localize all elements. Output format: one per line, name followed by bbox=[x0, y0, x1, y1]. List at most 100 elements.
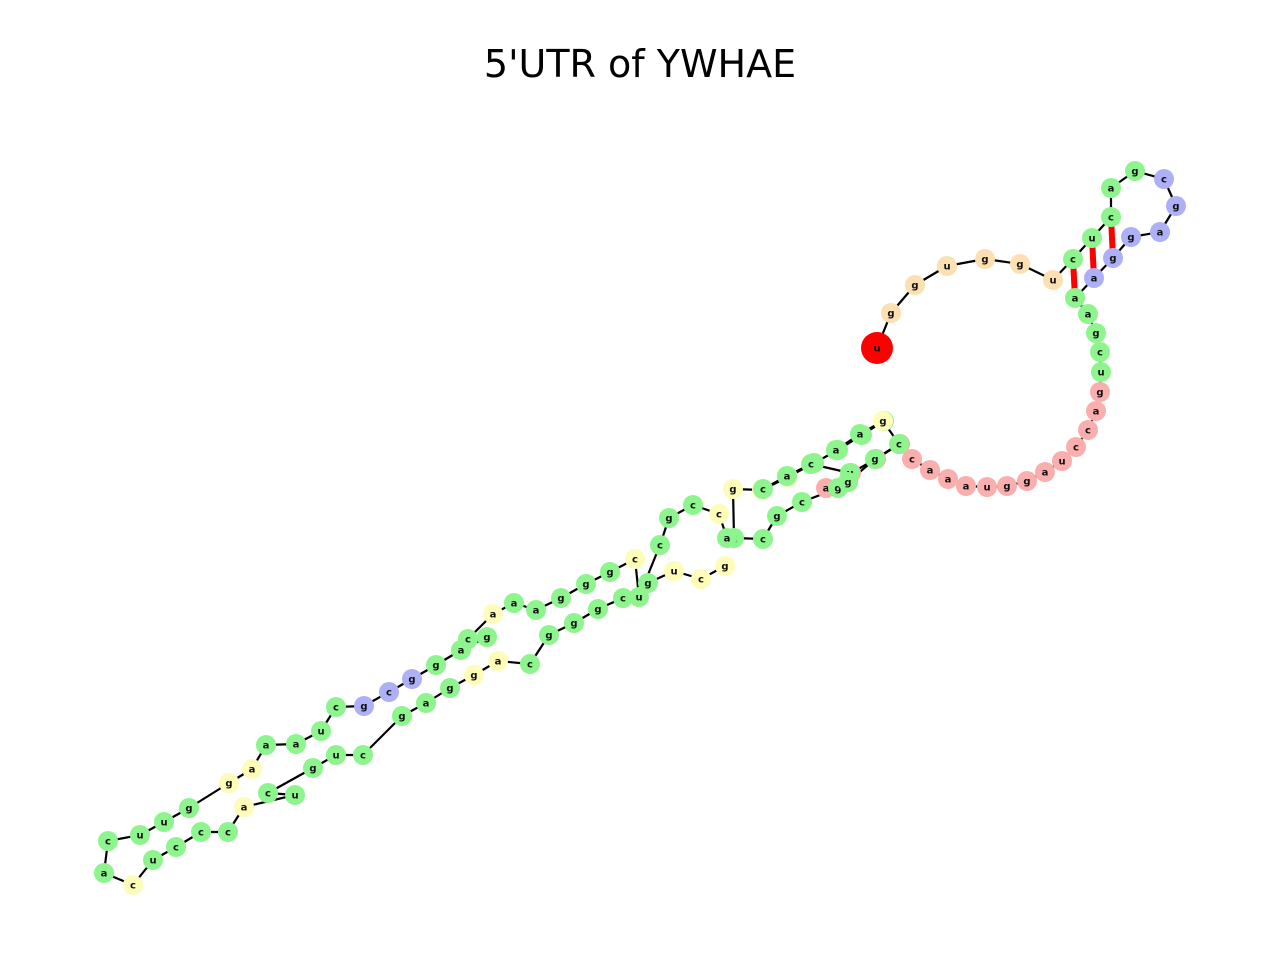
nucleotide-circle bbox=[777, 466, 797, 486]
nucleotide-letter: a bbox=[1108, 184, 1115, 195]
nucleotide-letter: a bbox=[823, 484, 830, 495]
nucleotide: u bbox=[311, 721, 331, 741]
nucleotide-letter: g bbox=[871, 455, 878, 466]
nucleotide-letter: a bbox=[511, 599, 518, 610]
nucleotide-letter: g bbox=[545, 631, 552, 642]
nucleotide-letter: c bbox=[198, 828, 204, 839]
nucleotide-letter: a bbox=[293, 740, 300, 751]
nucleotide: g bbox=[1125, 161, 1145, 181]
nucleotide-circle bbox=[154, 812, 174, 832]
nucleotide-letter: a bbox=[423, 699, 430, 710]
nucleotide-letter: c bbox=[799, 498, 805, 509]
nucleotide-letter: u bbox=[635, 593, 642, 604]
nucleotide: c bbox=[98, 831, 118, 851]
nucleotide-letter: u bbox=[291, 791, 298, 802]
nucleotide-letter: u bbox=[1058, 457, 1065, 468]
nucleotide: g bbox=[426, 655, 446, 675]
nucleotide-letter: c bbox=[1097, 348, 1103, 359]
nucleotide-letter: u bbox=[149, 856, 156, 867]
nucleotide: g bbox=[905, 275, 925, 295]
nucleotide-circle bbox=[767, 506, 787, 526]
diagram-title: 5'UTR of YWHAE bbox=[483, 42, 797, 86]
nucleotide-letter: c bbox=[690, 501, 696, 512]
nucleotide-letter: g bbox=[594, 605, 601, 616]
nucleotide: u bbox=[154, 812, 174, 832]
nucleotide-letter: a bbox=[963, 482, 970, 493]
nucleotide: c bbox=[1090, 342, 1110, 362]
nucleotide: c bbox=[191, 822, 211, 842]
nucleotide: c bbox=[709, 504, 729, 524]
nucleotide-letter: a bbox=[1042, 468, 1049, 479]
nucleotide-circle bbox=[1103, 248, 1123, 268]
nucleotide: c bbox=[123, 875, 143, 895]
nucleotide-circle bbox=[861, 332, 893, 364]
nucleotide-circle bbox=[1125, 161, 1145, 181]
nucleotide-circle bbox=[576, 574, 596, 594]
nucleotide-letter: g bbox=[1023, 477, 1030, 488]
nucleotide-letter: a bbox=[784, 472, 791, 483]
nucleotide: c bbox=[683, 495, 703, 515]
nucleotide-circle bbox=[539, 625, 559, 645]
nucleotide-letter: c bbox=[716, 510, 722, 521]
nucleotide-circle bbox=[600, 562, 620, 582]
nucleotide-letter: g bbox=[887, 309, 894, 320]
backbone bbox=[102, 169, 1178, 887]
nucleotide: a bbox=[483, 604, 503, 624]
nucleotide-letter: c bbox=[760, 485, 766, 496]
nucleotide: c bbox=[1066, 437, 1086, 457]
nucleotide-circle bbox=[303, 758, 323, 778]
nucleotide-circle bbox=[920, 460, 940, 480]
nucleotide-letter: a bbox=[458, 646, 465, 657]
nucleotide: a bbox=[938, 469, 958, 489]
nucleotide: c bbox=[458, 629, 478, 649]
nucleotide-circle bbox=[650, 535, 670, 555]
nucleotide-circle bbox=[326, 697, 346, 717]
nucleotide-circle bbox=[683, 495, 703, 515]
nucleotide-letter: c bbox=[808, 460, 814, 471]
nucleotide: a bbox=[850, 424, 870, 444]
nucleotide-letter: g bbox=[446, 684, 453, 695]
nucleotide: g bbox=[588, 599, 608, 619]
nucleotide-letter: a bbox=[927, 466, 934, 477]
nucleotide-letter: c bbox=[760, 535, 766, 546]
nucleotide-circle bbox=[956, 476, 976, 496]
nucleotide-letter: c bbox=[105, 837, 111, 848]
nucleotide: u bbox=[326, 745, 346, 765]
nucleotide: g bbox=[873, 411, 893, 431]
nucleotide: a bbox=[416, 693, 436, 713]
nucleotide-circle bbox=[504, 593, 524, 613]
nucleotide-circle bbox=[1154, 169, 1174, 189]
nucleotide: c bbox=[792, 492, 812, 512]
nucleotide-circle bbox=[717, 528, 737, 548]
nucleotide-circle bbox=[551, 588, 571, 608]
nucleotide: c bbox=[353, 745, 373, 765]
nucleotide-circle bbox=[723, 479, 743, 499]
nucleotide-letter: g bbox=[844, 478, 851, 489]
nucleotide-circle bbox=[1078, 304, 1098, 324]
nucleotide-circle bbox=[664, 561, 684, 581]
nucleotide: g bbox=[402, 669, 422, 689]
nucleotide: g bbox=[539, 625, 559, 645]
nucleotide-circle bbox=[938, 469, 958, 489]
nucleotide-circle bbox=[850, 424, 870, 444]
nucleotide-circle bbox=[889, 434, 909, 454]
nucleotide-letter: u bbox=[160, 818, 167, 829]
nucleotide-letter: g bbox=[644, 579, 651, 590]
nucleotide-circle bbox=[691, 569, 711, 589]
nucleotide: g bbox=[219, 773, 239, 793]
nucleotide: a bbox=[1065, 288, 1085, 308]
nucleotide: c bbox=[379, 682, 399, 702]
nucleotide-circle bbox=[613, 588, 633, 608]
nucleotide-letter: c bbox=[527, 660, 533, 671]
nucleotide: g bbox=[1103, 248, 1123, 268]
nucleotide: g bbox=[1090, 382, 1110, 402]
nucleotide-circle bbox=[977, 477, 997, 497]
nucleotide-letter: g bbox=[721, 562, 728, 573]
nucleotide-circle bbox=[242, 759, 262, 779]
nucleotide-circle bbox=[477, 627, 497, 647]
nucleotide-circle bbox=[715, 556, 735, 576]
nucleotide-letter: g bbox=[557, 594, 564, 605]
nucleotide: c bbox=[1063, 249, 1083, 269]
nucleotide-letter: g bbox=[570, 619, 577, 630]
